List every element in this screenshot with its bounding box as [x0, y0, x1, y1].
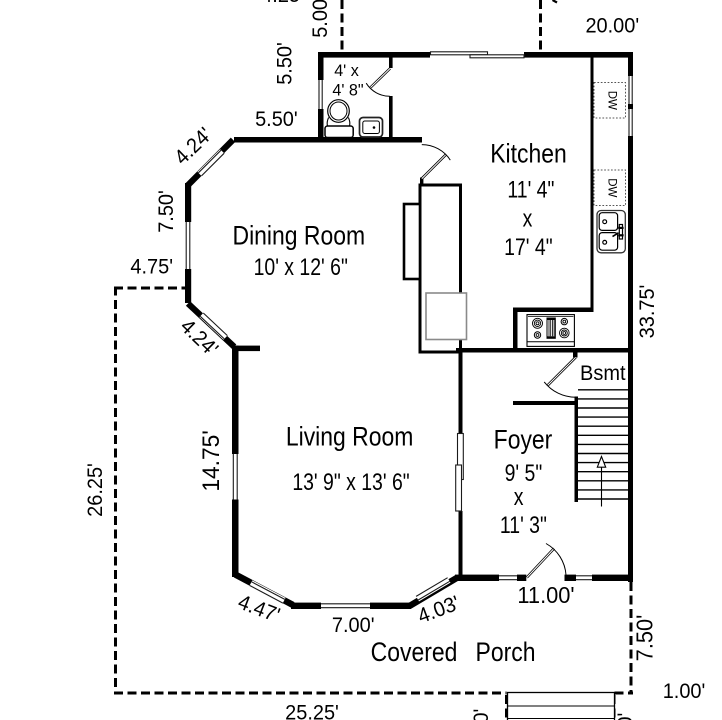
svg-text:4' x: 4' x: [334, 61, 359, 80]
svg-text:10' x 12' 6": 10' x 12' 6": [254, 253, 348, 280]
svg-text:4' 8": 4' 8": [332, 80, 363, 99]
svg-text:DW: DW: [606, 91, 618, 110]
svg-text:Foyer: Foyer: [494, 425, 553, 455]
svg-text:33.75': 33.75': [636, 285, 660, 339]
svg-text:4.75': 4.75': [130, 255, 173, 279]
svg-text:13' 9" x 13' 6": 13' 9" x 13' 6": [292, 468, 409, 495]
svg-text:11' 4": 11' 4": [507, 176, 554, 203]
svg-text:5.50': 5.50': [255, 107, 298, 131]
svg-text:17' 4": 17' 4": [504, 233, 552, 260]
svg-text:Porch: Porch: [476, 637, 536, 667]
svg-text:11.00': 11.00': [517, 582, 574, 608]
svg-text:Dining Room: Dining Room: [232, 221, 365, 251]
svg-text:26.25': 26.25': [84, 463, 108, 517]
svg-text:1.00': 1.00': [663, 680, 706, 704]
svg-text:Bsmt: Bsmt: [580, 361, 626, 385]
svg-text:3.00': 3.00': [614, 713, 638, 720]
svg-text:25.25': 25.25': [285, 701, 339, 720]
svg-text:5.00': 5.00': [309, 0, 333, 38]
svg-text:5.50': 5.50': [273, 42, 297, 85]
svg-text:14.75': 14.75': [197, 430, 224, 491]
svg-text:7.50': 7.50': [155, 190, 179, 233]
svg-text:4.25': 4.25': [261, 0, 304, 7]
svg-text:Covered: Covered: [371, 637, 458, 667]
svg-text:Kitchen: Kitchen: [490, 139, 567, 169]
svg-text:3.00': 3.00': [470, 709, 494, 720]
svg-text:9' 5": 9' 5": [505, 459, 543, 486]
svg-text:Living Room: Living Room: [286, 422, 414, 452]
svg-text:11' 3": 11' 3": [500, 511, 547, 538]
svg-text:DW: DW: [606, 178, 618, 197]
svg-text:x: x: [523, 205, 533, 232]
svg-text:20.00': 20.00': [585, 14, 639, 38]
svg-text:7.00': 7.00': [332, 614, 375, 638]
svg-text:x: x: [514, 483, 524, 510]
svg-text:7.50': 7.50': [632, 615, 658, 662]
